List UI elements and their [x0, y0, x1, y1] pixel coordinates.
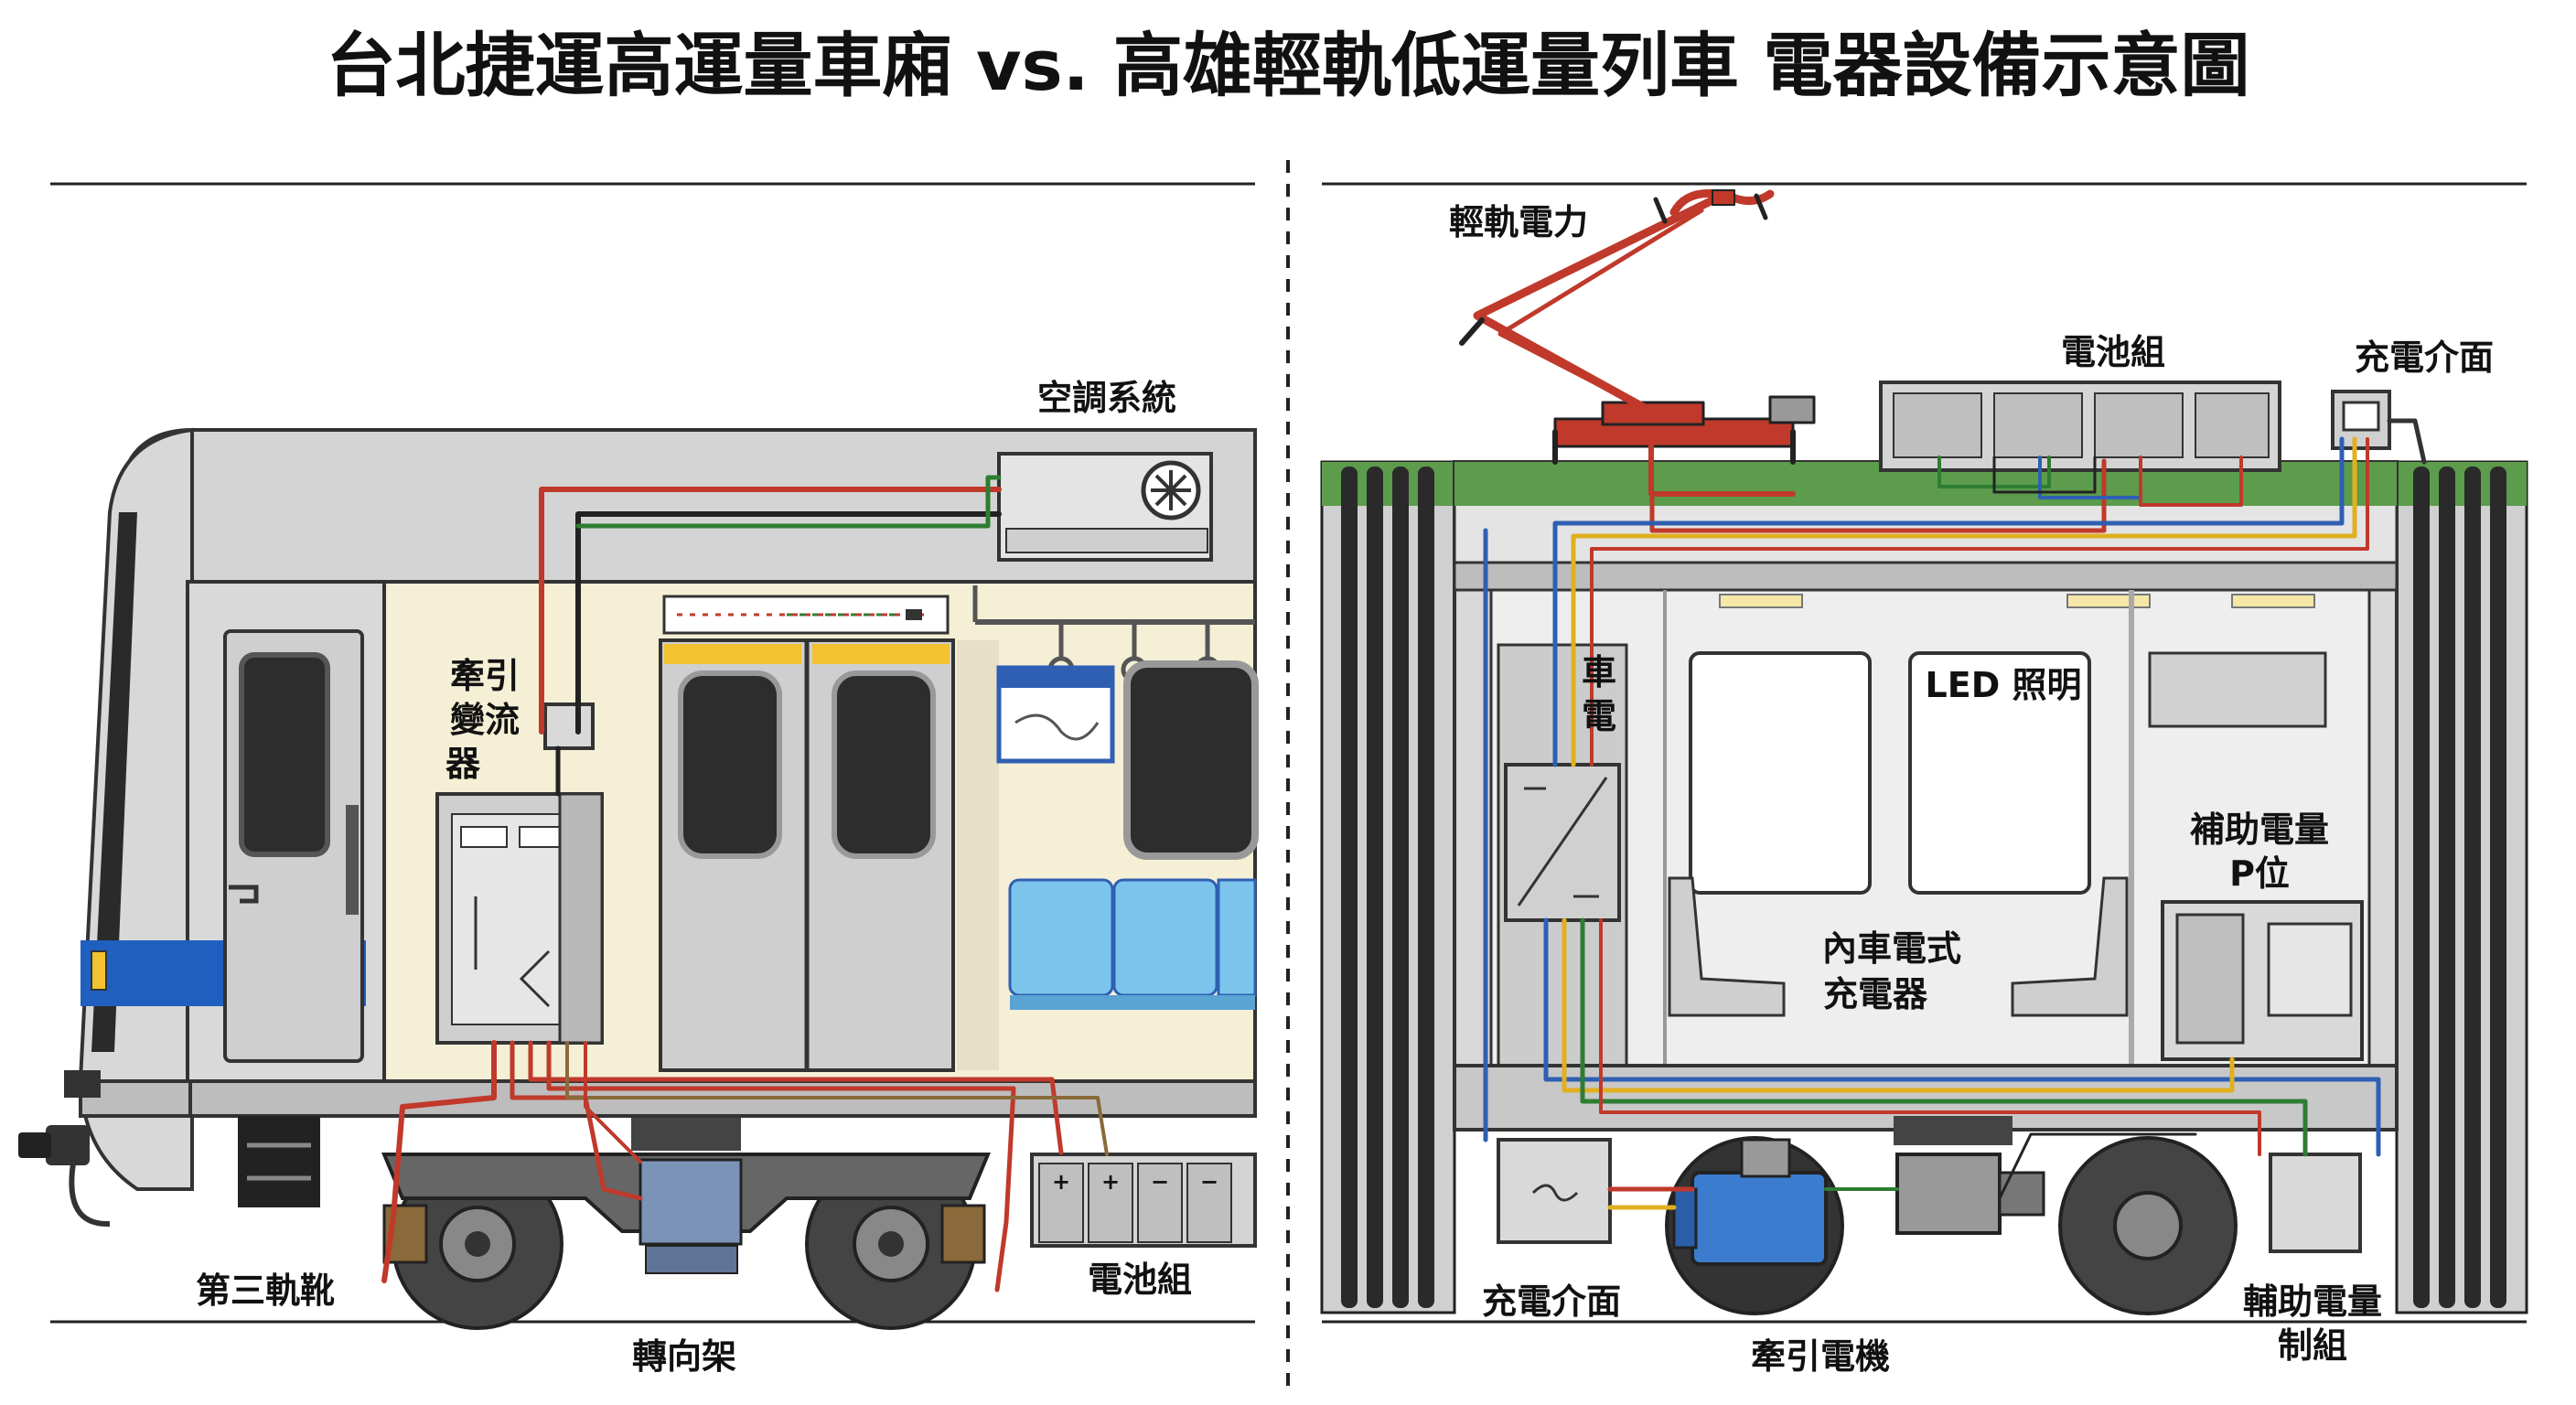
kaohsiung-lrt-car: 輕軌電力 電池組 充電介面 車 電 LED 照明 補助電量 P位 內車電式 充電… [1320, 188, 2528, 1377]
bogie-right [1665, 1116, 2238, 1315]
label-traction-inverter-2: 變流 [450, 700, 520, 740]
traction-motor-box [1690, 1171, 1828, 1266]
label-charge-interface-top: 充電介面 [2355, 338, 2494, 378]
label-traction-inverter-3: 器 [445, 744, 481, 784]
label-battery-left: 電池組 [1088, 1260, 1192, 1300]
pantograph [1459, 188, 1816, 497]
label-onboard-1: 車 [1582, 652, 1616, 692]
label-third-rail-shoe: 第三軌靴 [196, 1271, 335, 1311]
label-charge-interface-bottom: 充電介面 [1482, 1282, 1621, 1322]
svg-text:+: + [1101, 1169, 1120, 1195]
label-aux-power-control-1: 輔助電量 [2243, 1282, 2382, 1322]
aux-control-bottom-box [2269, 1153, 2362, 1253]
label-traction-inverter-1: 牽引 [450, 656, 520, 696]
svg-text:+: + [1052, 1169, 1070, 1195]
svg-text:−: − [1151, 1169, 1169, 1195]
label-aux-power-unit-1: 補助電量 [2190, 810, 2329, 850]
label-battery-right: 電池組 [2061, 332, 2165, 372]
label-onboard-charger-2: 充電器 [1823, 974, 1928, 1014]
label-onboard-2: 電 [1582, 696, 1616, 736]
battery-pack-right [1879, 381, 2281, 472]
svg-text:−: − [1200, 1169, 1218, 1195]
taipei-mrt-car: + + − − [18, 378, 1259, 1377]
label-aux-power-control-2: 制組 [2278, 1325, 2347, 1366]
label-bogie: 轉向架 [632, 1336, 736, 1377]
wiring-right [1483, 418, 2427, 1210]
bogie-left [381, 1118, 991, 1330]
diagram-title: 台北捷運高運量車廂 vs. 高雄輕軌低運量列車 電器設備示意圖 [326, 25, 2249, 106]
label-onboard-charger-1: 內車電式 [1822, 928, 1961, 969]
battery-pack-left: + + − − [1030, 1153, 1257, 1248]
label-ac-system: 空調系統 [1037, 378, 1176, 418]
wiring-left [381, 475, 1109, 1292]
label-aux-power-unit-2: P位 [2229, 853, 2290, 894]
label-traction-motor: 牽引電機 [1751, 1336, 1890, 1377]
label-led-lighting: LED 照明 [1926, 665, 2082, 705]
label-lrt-power: 輕軌電力 [1449, 202, 1588, 242]
